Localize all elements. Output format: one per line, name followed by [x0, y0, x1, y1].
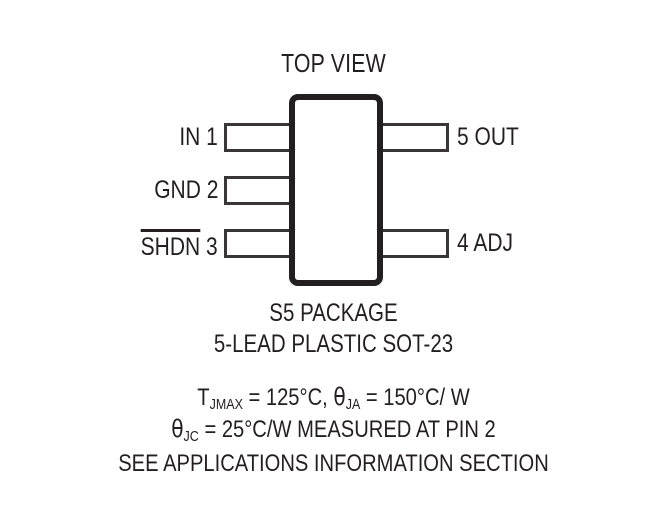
shdn-mnemonic-overlined: SHDN: [140, 229, 201, 262]
tjmax-value: = 125°C,: [242, 384, 334, 411]
diagram-title: TOP VIEW: [281, 48, 386, 78]
tjmax-subscript: JMAX: [209, 397, 243, 414]
theta-ja-symbol: θ: [333, 383, 346, 411]
pin-label-gnd-2: GND 2: [153, 176, 218, 204]
lead-pin-4: [377, 229, 449, 258]
theta-jc-subscript: JC: [183, 429, 199, 446]
pin-label-in-1: IN 1: [179, 123, 218, 151]
package-body-outline: [289, 94, 383, 286]
theta-jc-symbol: θ: [171, 415, 184, 443]
package-name-text: S5 PACKAGE: [269, 299, 398, 327]
theta-ja-value: = 150°C/ W: [360, 384, 470, 411]
lead-pin-1: [224, 123, 296, 152]
thermal-spec-line-1-text: TJMAX = 125°C, θJA = 150°C/ W: [53, 383, 613, 414]
package-description: 5-LEAD PLASTIC SOT-23: [0, 330, 667, 359]
thermal-spec-line-1: TJMAX = 125°C, θJA = 150°C/ W: [0, 383, 667, 414]
shdn-pin-number-value: 3: [206, 233, 218, 261]
lead-pin-5: [377, 123, 449, 152]
applications-note-text: SEE APPLICATIONS INFORMATION SECTION: [118, 450, 549, 477]
theta-ja-subscript: JA: [345, 397, 361, 414]
applications-note: SEE APPLICATIONS INFORMATION SECTION: [0, 450, 667, 478]
pin-label-shdn-3: SHDN 3: [140, 229, 218, 262]
pin-label-out-5: 5 OUT: [457, 123, 519, 151]
lead-pin-2: [224, 176, 296, 205]
pin-label-adj-4: 4 ADJ: [457, 229, 514, 257]
lead-pin-3: [224, 229, 296, 258]
thermal-spec-line-2-text: θJC = 25°C/W MEASURED AT PIN 2: [53, 415, 613, 446]
theta-jc-value: = 25°C/W MEASURED AT PIN 2: [198, 416, 496, 443]
package-description-text: 5-LEAD PLASTIC SOT-23: [213, 330, 454, 358]
package-name: S5 PACKAGE: [0, 299, 667, 328]
thermal-spec-line-2: θJC = 25°C/W MEASURED AT PIN 2: [0, 415, 667, 446]
tjmax-symbol: T: [197, 384, 210, 411]
